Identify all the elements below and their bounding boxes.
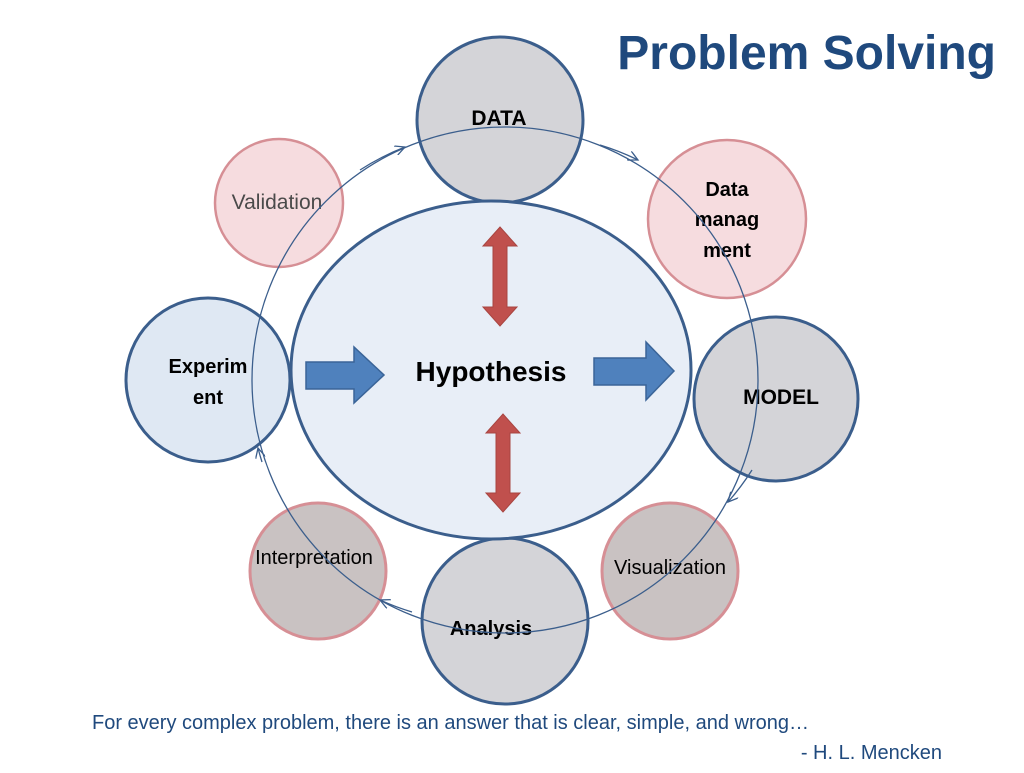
experiment-label-2: ent [193, 387, 223, 409]
upper-red-double-arrow [481, 226, 519, 327]
quote-author: - H. L. Mencken [800, 742, 942, 764]
visualization-label: Visualization [614, 557, 726, 579]
interpretation-node: Interpretation [248, 501, 388, 641]
cycle-arrow-right [728, 469, 753, 502]
hypothesis-label: Hypothesis [416, 356, 567, 387]
validation-node: Validation [213, 137, 345, 269]
interpretation-label: Interpretation [255, 547, 373, 569]
quote-text: For every complex problem, there is an a… [92, 712, 809, 734]
page-title: Problem Solving [617, 27, 996, 80]
data-management-label-1: Data [705, 179, 749, 201]
validation-label: Validation [232, 191, 323, 214]
cycle-arrow-top-right [599, 144, 638, 160]
cycle-arrow-left [258, 448, 262, 463]
data-node: DATA [415, 35, 585, 205]
data-management-label-2: manag [695, 209, 759, 231]
right-blue-arrow [593, 340, 676, 402]
data-management-label-3: ment [703, 240, 751, 262]
hypothesis-node: Hypothesis [289, 199, 693, 541]
data-management-node: Data manag ment [646, 138, 808, 300]
model-label: MODEL [743, 386, 819, 409]
experiment-label-1: Experim [169, 356, 248, 378]
left-blue-arrow [305, 345, 386, 405]
lower-red-double-arrow [484, 413, 522, 513]
analysis-node: Analysis [420, 536, 590, 706]
analysis-label: Analysis [450, 618, 532, 640]
experiment-node: Experim ent [124, 296, 292, 464]
cycle-arrow-bottom [380, 600, 413, 613]
model-node: MODEL [692, 315, 860, 483]
data-label: DATA [471, 107, 526, 130]
cycle-ring [251, 126, 759, 634]
cycle-arrow-top-left [359, 147, 405, 171]
